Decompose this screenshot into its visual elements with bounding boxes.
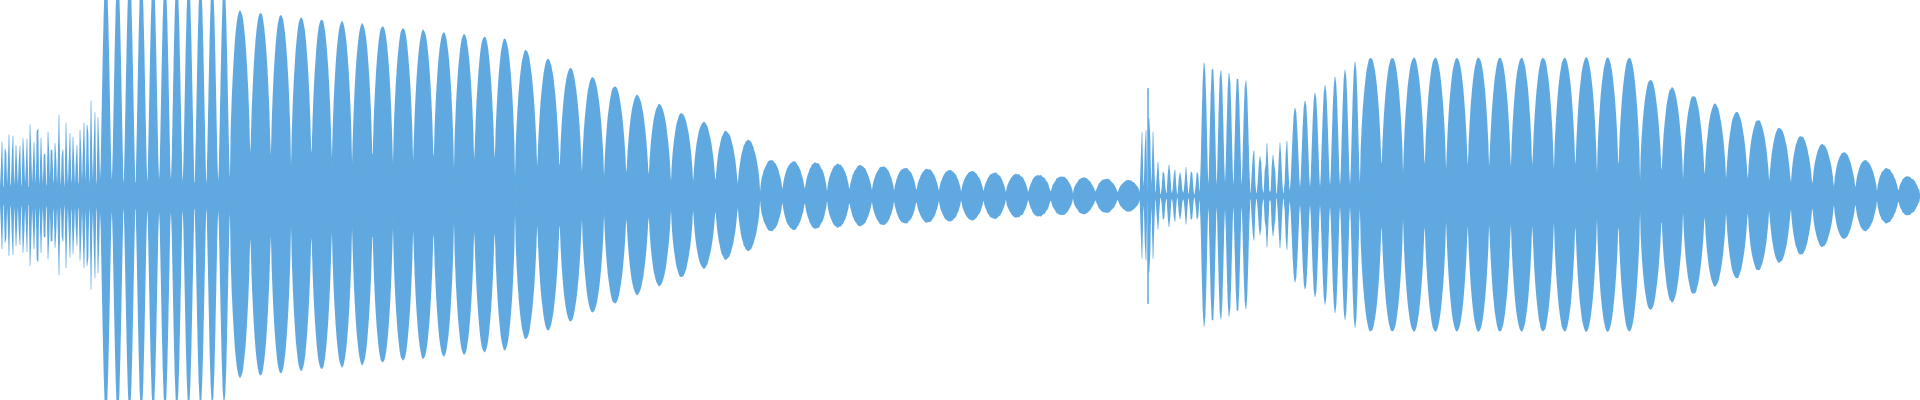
waveform-view[interactable] [0, 0, 1920, 400]
waveform-envelope [0, 0, 1920, 400]
waveform-bars [0, 0, 1920, 400]
waveform-graph [0, 0, 1920, 400]
